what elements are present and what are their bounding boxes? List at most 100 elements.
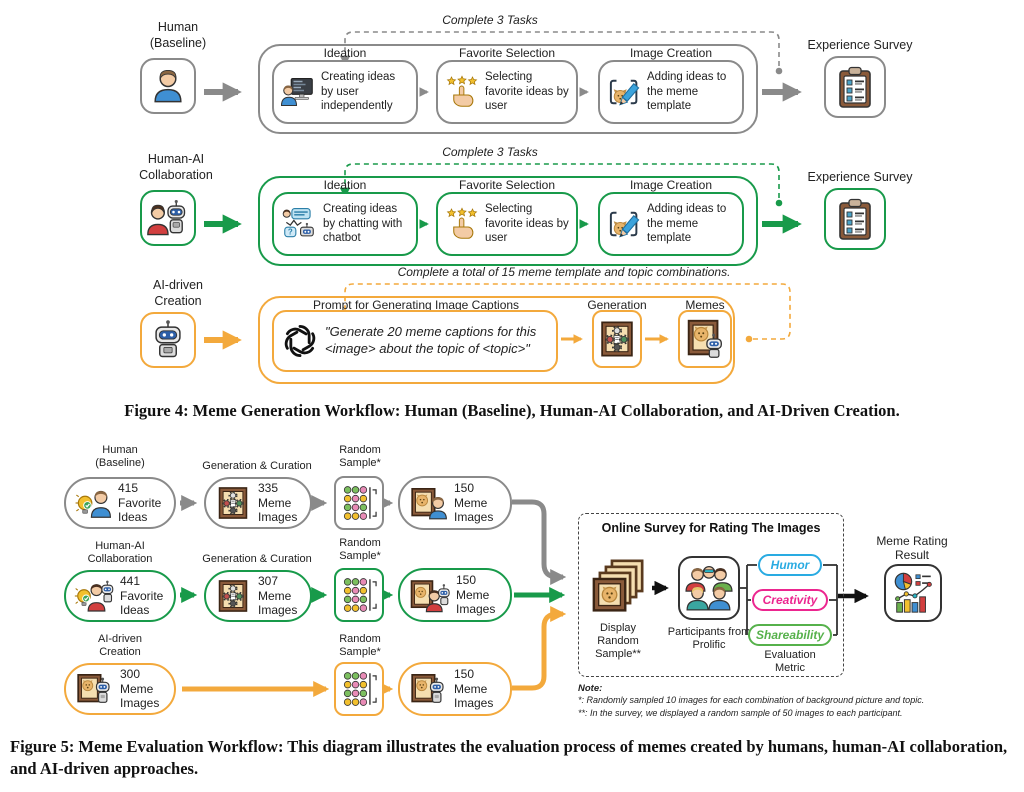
fig4-row1-task-group (258, 44, 758, 134)
fig5-rowC-sample-box (334, 662, 384, 716)
fig4-row2-task3-box: Adding ideas to the meme template (598, 192, 744, 256)
openai-logo-icon (280, 321, 320, 361)
fig5-rowA-out-unit: Meme Images (454, 495, 494, 525)
fig4-row1-task1-text: Creating ideas by user independently (321, 71, 396, 113)
fig5-participants-label: Participants from Prolific (667, 626, 751, 652)
fig5-rowA-gen-value: 335 (258, 481, 279, 496)
fig4-row2-task1-title: Ideation (323, 178, 367, 192)
clipboard-icon (831, 195, 879, 243)
fig4-row1-task3-text: Adding ideas to the meme template (647, 71, 727, 113)
fig5-rowC-label: AI-driven Creation (97, 633, 143, 659)
fig4-row2-task2-title: Favorite Selection (458, 178, 556, 192)
fig5-rowA-gen-box: 335 Meme Images (204, 477, 312, 529)
frame-robot-icon (408, 669, 448, 709)
image-create-icon (606, 74, 642, 110)
metric-pill-shareability: Shareability (748, 624, 832, 646)
fig5-rowB-gen-unit: Meme Images (258, 588, 298, 618)
metric-pill-creativity: Creativity (752, 589, 828, 611)
fig5-rowC-out-value: 150 (454, 667, 475, 682)
fig5-rowB-out-unit: Meme Images (456, 587, 496, 617)
fig5-rowA-gen-text: 335 Meme Images (258, 481, 302, 524)
fig5-rowB-source-unit: Favorite Ideas (120, 588, 164, 618)
fig4-row1-task3-title: Image Creation (629, 46, 713, 60)
fig4-row1-task3-box: Adding ideas to the meme template (598, 60, 744, 124)
fig5-rowB-source-box: 441 Favorite Ideas (64, 570, 176, 622)
fig5-result-box (884, 564, 942, 622)
generation-gears-icon (214, 484, 252, 522)
random-sample-grid-icon (338, 668, 380, 710)
fig4-row1-survey-box (824, 56, 886, 118)
fig5-rowB-source-text: 441 Favorite Ideas (120, 574, 166, 617)
fig4-row3-memes-box (678, 310, 732, 368)
fig4-row2-label: Human-AI Collaboration (139, 152, 213, 182)
fig5-rowB-gen-label: Generation & Curation (202, 553, 312, 565)
random-sample-grid-icon (338, 482, 380, 524)
fig4-row3-loop-label: Complete a total of 15 meme template and… (397, 265, 731, 279)
fig4-row2-task3-text: Adding ideas to the meme template (647, 203, 727, 245)
robot-icon (146, 318, 190, 362)
fig4-row3-generation-label: Generation (587, 298, 647, 312)
fig4-row2-task2-box: Selecting favorite ideas by user (436, 192, 578, 256)
fig4-row1-survey-label: Experience Survey (807, 38, 913, 52)
fig4-row3-actor-box (140, 312, 196, 368)
person-icon (146, 64, 190, 108)
fig4-row2-survey-box (824, 188, 886, 250)
fig4-row3-prompt-text: "Generate 20 meme captions for this <ima… (325, 324, 537, 356)
fig4-row1-actor-box (140, 58, 196, 114)
fig5-rowB-gen-text: 307 Meme Images (258, 574, 302, 617)
fig5-rowB-out-value: 150 (456, 573, 477, 588)
stars-hand-icon (444, 206, 480, 242)
fig4-row1-task1-title: Ideation (323, 46, 367, 60)
fig4-row3-prompt-title: Prompt for Generating Image Captions (312, 298, 520, 312)
frame-person-icon (408, 483, 448, 523)
fig5-rowA-sample-box (334, 476, 384, 530)
fig5-rowA-source-text: 415 Favorite Ideas (118, 481, 166, 524)
metric-pill-humor: Humor (758, 554, 822, 576)
fig5-survey-title: Online Survey for Rating The Images (601, 521, 821, 535)
generation-gears-icon (596, 318, 638, 360)
fig5-rowA-source-value: 415 (118, 481, 139, 496)
fig4-row1-task1-box: Creating ideas by user independently (272, 60, 418, 124)
fig4-row3-label: AI-driven Creation (152, 278, 204, 308)
frame-robot-icon (74, 669, 114, 709)
fig5-rowB-out-text: 150 Meme Images (456, 573, 502, 616)
fig4-row2-survey-label: Experience Survey (807, 170, 913, 184)
bulb-person-icon (74, 484, 112, 522)
fig4-row3-group (258, 296, 735, 384)
fig4-row1-label: Human (Baseline) (149, 20, 207, 50)
bulb-person-robot-icon (74, 576, 114, 616)
fig5-rowC-out-unit: Meme Images (454, 681, 494, 711)
fig5-rowA-sample-label: Random Sample* (339, 444, 381, 470)
fig5-rowB-gen-box: 307 Meme Images (204, 570, 312, 622)
fig5-rowB-source-value: 441 (120, 574, 141, 589)
fig5-rowC-source-unit: Meme Images (120, 681, 160, 711)
fig5-result-label: Meme Rating Result (876, 534, 948, 563)
stars-hand-icon (444, 74, 480, 110)
image-create-icon (606, 206, 642, 242)
fig5-metrics-label: Evaluation Metric (764, 649, 816, 675)
fig4-row2-task3-title: Image Creation (629, 178, 713, 192)
human-robot-icon (146, 196, 190, 240)
fig4-row2-task-group (258, 176, 758, 266)
fig5-rowB-sample-label: Random Sample* (339, 537, 381, 563)
frame-person-robot-icon (408, 574, 450, 616)
fig5-rowC-source-value: 300 (120, 667, 141, 682)
stacked-frames-icon (589, 554, 647, 616)
fig5-rowC-source-box: 300 Meme Images (64, 663, 176, 715)
figure5-caption: Figure 5: Meme Evaluation Workflow: This… (10, 737, 1008, 779)
fig5-display-label: Display Random Sample** (595, 622, 641, 661)
fig5-note-line2: **: In the survey, we displayed a random… (578, 708, 903, 719)
fig5-rowA-gen-label: Generation & Curation (202, 460, 312, 472)
random-sample-grid-icon (338, 574, 380, 616)
fig4-row3-memes-label: Memes (685, 298, 725, 312)
fig5-note: Note: *: Randomly sampled 10 images for … (578, 683, 1008, 720)
fig5-rowB-out-box: 150 Meme Images (398, 568, 512, 622)
fig5-rowB-label: Human-AI Collaboration (87, 540, 153, 566)
fig4-row2-task1-box: Creating ideas by chatting with chatbot (272, 192, 418, 256)
fig5-rowA-label: Human (Baseline) (95, 444, 145, 470)
fig4-row1-task2-box: Selecting favorite ideas by user (436, 60, 578, 124)
fig5-rowA-source-unit: Favorite Ideas (118, 495, 162, 525)
fig4-row2-actor-box (140, 190, 196, 246)
fig4-row2-loop-label: Complete 3 Tasks (442, 145, 538, 159)
fig5-survey-box (578, 513, 844, 677)
